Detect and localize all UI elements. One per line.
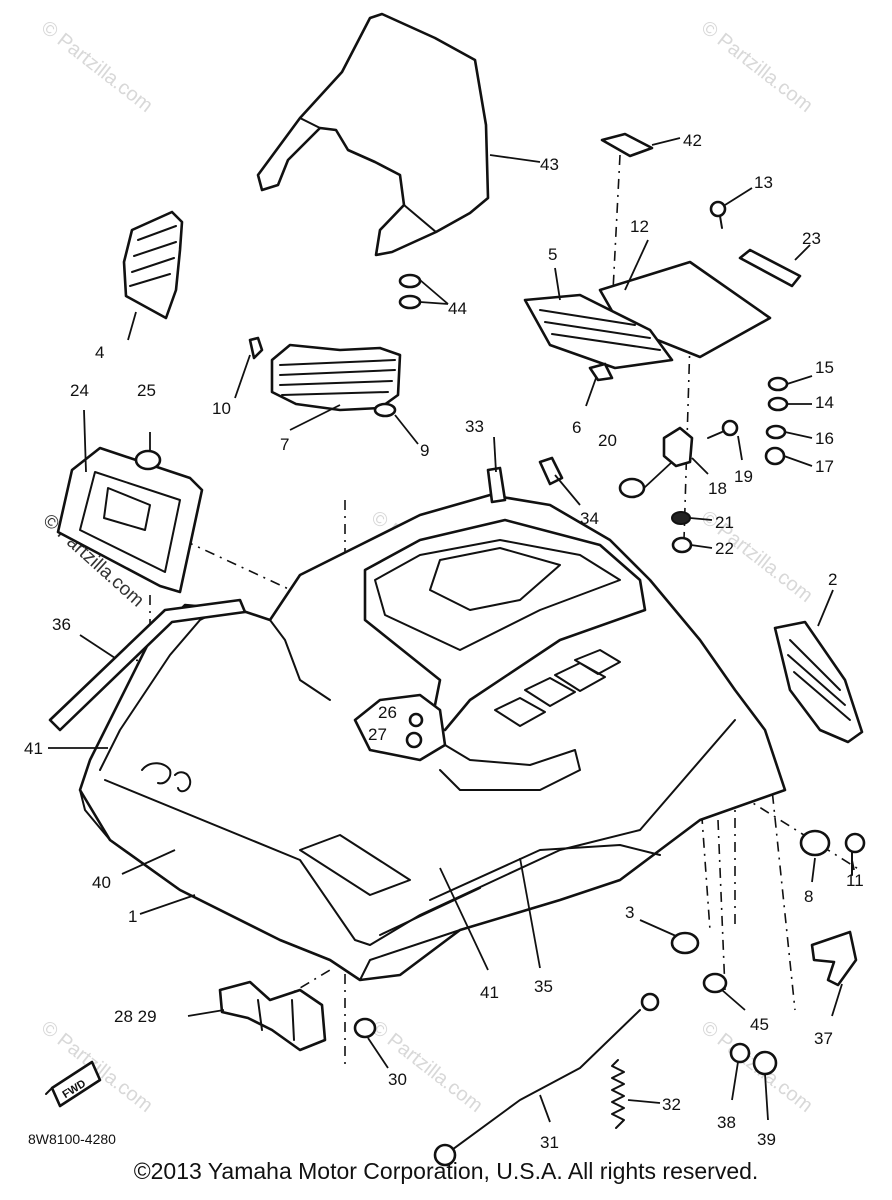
callout-41a: 41 <box>24 739 43 758</box>
housing-24 <box>56 446 204 594</box>
callout-16: 16 <box>815 429 834 448</box>
callout-3: 3 <box>625 903 634 922</box>
callout-17: 17 <box>815 457 834 476</box>
callout-21: 21 <box>715 513 734 532</box>
side-grille-2 <box>773 620 864 744</box>
callout-44: 44 <box>448 299 467 318</box>
callout-10: 10 <box>212 399 231 418</box>
callout-7: 7 <box>280 435 289 454</box>
callout-23: 23 <box>802 229 821 248</box>
callout-22: 22 <box>715 539 734 558</box>
callout-39: 39 <box>757 1130 776 1149</box>
callout-15: 15 <box>815 358 834 377</box>
callout-19: 19 <box>734 467 753 486</box>
callout-6: 6 <box>572 418 581 437</box>
callout-14: 14 <box>815 393 834 412</box>
callout-5: 5 <box>548 245 557 264</box>
trim-strip-36 <box>48 598 247 732</box>
windshield <box>256 12 490 257</box>
callout-32: 32 <box>662 1095 681 1114</box>
callout-24: 24 <box>70 381 89 400</box>
callouts: 43 42 13 12 23 5 44 4 10 7 9 6 24 25 33 … <box>24 131 864 1152</box>
leader-lines <box>48 137 855 1123</box>
callout-42: 42 <box>683 131 702 150</box>
callout-37: 37 <box>814 1029 833 1048</box>
callout-45: 45 <box>750 1015 769 1034</box>
callout-43: 43 <box>540 155 559 174</box>
callout-9: 9 <box>420 441 429 460</box>
hardware: FWD <box>45 132 866 1167</box>
callout-20: 20 <box>598 431 617 450</box>
callout-25: 25 <box>137 381 156 400</box>
copyright-notice: ©2013 Yamaha Motor Corporation, U.S.A. A… <box>133 1158 759 1184</box>
access-lid-12 <box>523 260 772 370</box>
callout-11: 11 <box>846 871 864 890</box>
vent-7 <box>270 343 402 412</box>
callout-34: 34 <box>580 509 599 528</box>
callout-8: 8 <box>804 887 813 906</box>
callout-2: 2 <box>828 570 837 589</box>
callout-31: 31 <box>540 1133 559 1152</box>
callout-26: 26 <box>378 703 397 722</box>
callout-18: 18 <box>708 479 727 498</box>
callout-13: 13 <box>754 173 773 192</box>
callout-35: 35 <box>534 977 553 996</box>
callout-33: 33 <box>465 417 484 436</box>
callout-38: 38 <box>717 1113 736 1132</box>
callout-36: 36 <box>52 615 71 634</box>
grille-4 <box>122 210 184 320</box>
watermark-6: © Partzilla.com <box>37 1017 157 1117</box>
watermark-1: © Partzilla.com <box>37 17 157 117</box>
callout-1: 1 <box>128 907 137 926</box>
callout-4: 4 <box>95 343 104 362</box>
watermark-3: © Partzilla.com <box>697 17 817 117</box>
callout-40: 40 <box>92 873 111 892</box>
callout-30: 30 <box>388 1070 407 1089</box>
callout-12: 12 <box>630 217 649 236</box>
callout-2829: 28 29 <box>114 1007 157 1026</box>
callout-41b: 41 <box>480 983 499 1002</box>
watermark-7: © Partzilla.com <box>367 1017 487 1117</box>
hood-body <box>78 493 787 982</box>
drawing-code: 8W8100-4280 <box>28 1131 116 1147</box>
callout-27: 27 <box>368 725 387 744</box>
